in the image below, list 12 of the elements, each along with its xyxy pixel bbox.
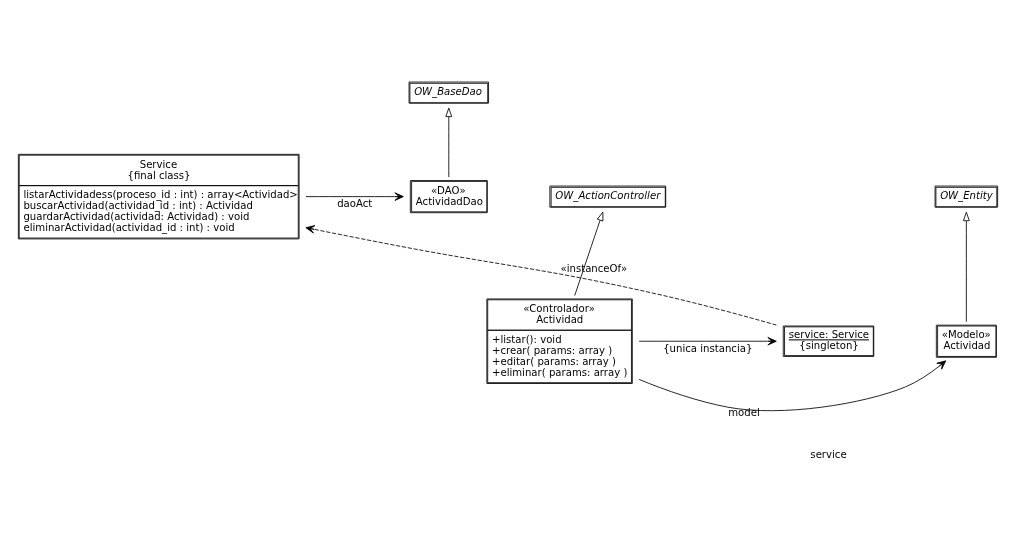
arrow: [445, 107, 453, 177]
edge-label: {unica instancia}: [663, 342, 753, 354]
edge-label: daoAct: [337, 197, 373, 209]
arrow: [638, 336, 777, 345]
label: service: [810, 448, 847, 460]
edge-label: model: [728, 406, 760, 418]
arrow: [962, 211, 970, 322]
arrow: [574, 211, 604, 296]
arrow: [305, 224, 777, 325]
arrow: [638, 359, 947, 411]
edge-label: «instanceOf»: [560, 262, 628, 274]
arrow: [305, 191, 404, 201]
